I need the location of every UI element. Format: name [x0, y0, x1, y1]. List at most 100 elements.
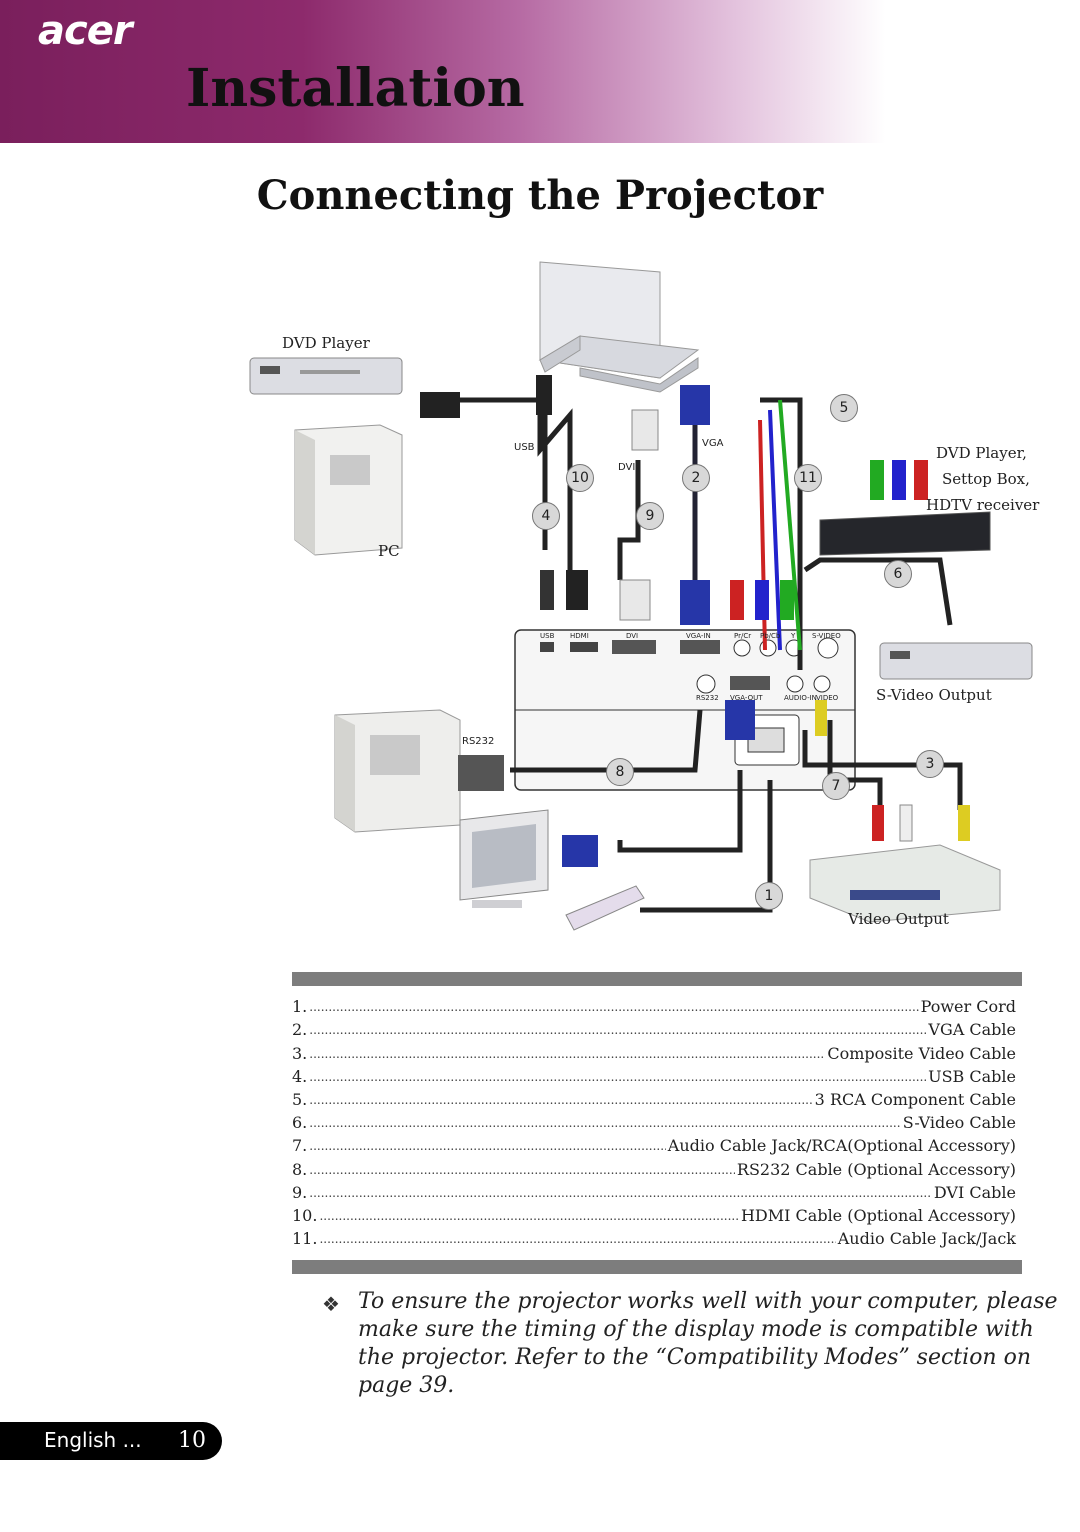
item-number: 1.: [292, 997, 308, 1017]
item-description: Composite Video Cable: [827, 1043, 1016, 1063]
monitor-illustration: [459, 809, 549, 908]
connection-diagram: DVD Player PC USB DVI VGA DVD Player, Se…: [240, 250, 1060, 940]
item-description: Audio Cable Jack/Jack: [837, 1229, 1016, 1249]
leader-dots: [309, 1160, 735, 1180]
video-output-label: Video Output: [848, 910, 949, 928]
item-number: 8.: [292, 1159, 308, 1179]
badge-7: 7: [822, 772, 850, 800]
leader-dots: [319, 1229, 835, 1249]
page-number: 10: [178, 1428, 206, 1453]
leader-dots: [309, 1067, 926, 1087]
acer-logo: acer: [38, 8, 133, 54]
port-label-dvi: DVI: [626, 632, 639, 640]
dvd-player-right: [879, 642, 1033, 680]
dvi-label: DVI: [618, 462, 636, 473]
item-number: 5.: [292, 1089, 308, 1109]
list-item: 4. USB Cable: [292, 1064, 1016, 1087]
page-footer-tab: English ... 10: [0, 1422, 222, 1460]
port-label-audio-in: AUDIO-IN: [784, 694, 817, 702]
list-item: 10. HDMI Cable (Optional Accessory): [292, 1203, 1016, 1226]
port-label-y: Y: [791, 632, 796, 640]
note-text: To ensure the projector works well with …: [358, 1289, 1058, 1398]
item-number: 4.: [292, 1066, 308, 1086]
list-bottom-rule: [292, 1260, 1022, 1274]
list-item: 2. VGA Cable: [292, 1017, 1016, 1040]
badge-5: 5: [830, 394, 858, 422]
item-number: 7.: [292, 1136, 308, 1156]
four-diamond-bullet-icon: ❖: [322, 1292, 340, 1316]
pc-tower-top: [294, 424, 403, 556]
item-description: HDMI Cable (Optional Accessory): [740, 1205, 1016, 1225]
badge-9: 9: [636, 502, 664, 530]
pc-tower-bottom: [334, 709, 461, 833]
list-item: 9.DVI Cable: [292, 1180, 1016, 1203]
item-number: 2.: [292, 1020, 308, 1040]
port-label-video: VIDEO: [816, 694, 839, 702]
port-label-rs232: RS232: [696, 694, 719, 702]
rca-plugs: [420, 375, 970, 867]
list-item: 5. 3 RCA Component Cable: [292, 1087, 1016, 1110]
section-title: Installation: [186, 58, 525, 119]
badge-10: 10: [566, 464, 594, 492]
item-number: 10.: [292, 1205, 318, 1225]
leader-dots: [309, 1183, 932, 1203]
badge-3: 3: [916, 750, 944, 778]
badge-6: 6: [884, 560, 912, 588]
list-item: 8. RS232 Cable (Optional Accessory): [292, 1156, 1016, 1179]
item-number: 6.: [292, 1113, 308, 1133]
item-description: 3 RCA Component Cable: [814, 1089, 1016, 1109]
diagram-illustration: [249, 261, 1033, 931]
leader-dots: [319, 1206, 739, 1226]
cable-legend-list: 1. Power Cord 2. VGA Cable 3. Composite Vid…: [292, 994, 1016, 1249]
port-label-pr: Pr/Cr: [734, 632, 752, 640]
leader-dots: [309, 1113, 901, 1133]
svideo-output-label: S-Video Output: [876, 686, 992, 704]
dvd-player-settop-label: DVD Player,: [936, 444, 1027, 462]
hdtv-receiver-label: HDTV receiver: [926, 496, 1040, 514]
item-description: S-Video Cable: [902, 1113, 1016, 1133]
item-description: USB Cable: [928, 1066, 1016, 1086]
header-banner: acer Installation: [0, 0, 1080, 143]
laptop-illustration: [538, 261, 700, 393]
settop-box-illustration: [819, 511, 991, 556]
list-item: 6. S-Video Cable: [292, 1110, 1016, 1133]
item-number: 3.: [292, 1043, 308, 1063]
leader-dots: [309, 1136, 666, 1156]
list-item: 3. Composite Video Cable: [292, 1040, 1016, 1063]
list-top-rule: [292, 972, 1022, 986]
item-number: 11.: [292, 1229, 318, 1249]
badge-11: 11: [794, 464, 822, 492]
pc-label: PC: [378, 542, 400, 560]
item-description: VGA Cable: [928, 1020, 1016, 1040]
port-label-hdmi: HDMI: [570, 632, 589, 640]
list-item: 7. Audio Cable Jack/RCA(Optional Accessor…: [292, 1133, 1016, 1156]
rs232-label: RS232: [462, 736, 495, 747]
vga-label: VGA: [702, 438, 724, 449]
vcr-illustration: [809, 844, 1001, 923]
cables: [460, 390, 963, 913]
badge-2: 2: [682, 464, 710, 492]
badge-4: 4: [532, 502, 560, 530]
leader-dots: [309, 1044, 825, 1064]
usb-label: USB: [514, 442, 535, 453]
item-description: Audio Cable Jack/RCA(Optional Accessory): [667, 1136, 1016, 1156]
list-item: 11. Audio Cable Jack/Jack: [292, 1226, 1016, 1249]
badge-1: 1: [755, 882, 783, 910]
leader-dots: [309, 1020, 926, 1040]
port-label-vga-in: VGA-IN: [686, 632, 711, 640]
port-label-svideo: S-VIDEO: [812, 632, 841, 640]
port-label-pb: Pb/Cb: [760, 632, 781, 640]
item-number: 9.: [292, 1182, 308, 1202]
page-title: Connecting the Projector: [256, 172, 824, 219]
power-strip-illustration: [565, 885, 645, 931]
list-item: 1. Power Cord: [292, 994, 1016, 1017]
port-label-usb: USB: [540, 632, 555, 640]
item-description: RS232 Cable (Optional Accessory): [736, 1159, 1016, 1179]
item-description: Power Cord: [920, 997, 1016, 1017]
leader-dots: [309, 1090, 812, 1110]
settop-box-label: Settop Box,: [942, 470, 1030, 488]
footer-language: English ...: [44, 1428, 142, 1452]
badge-8: 8: [606, 758, 634, 786]
dvd-player-left: [249, 357, 403, 395]
projector-rear-panel: [514, 629, 856, 791]
